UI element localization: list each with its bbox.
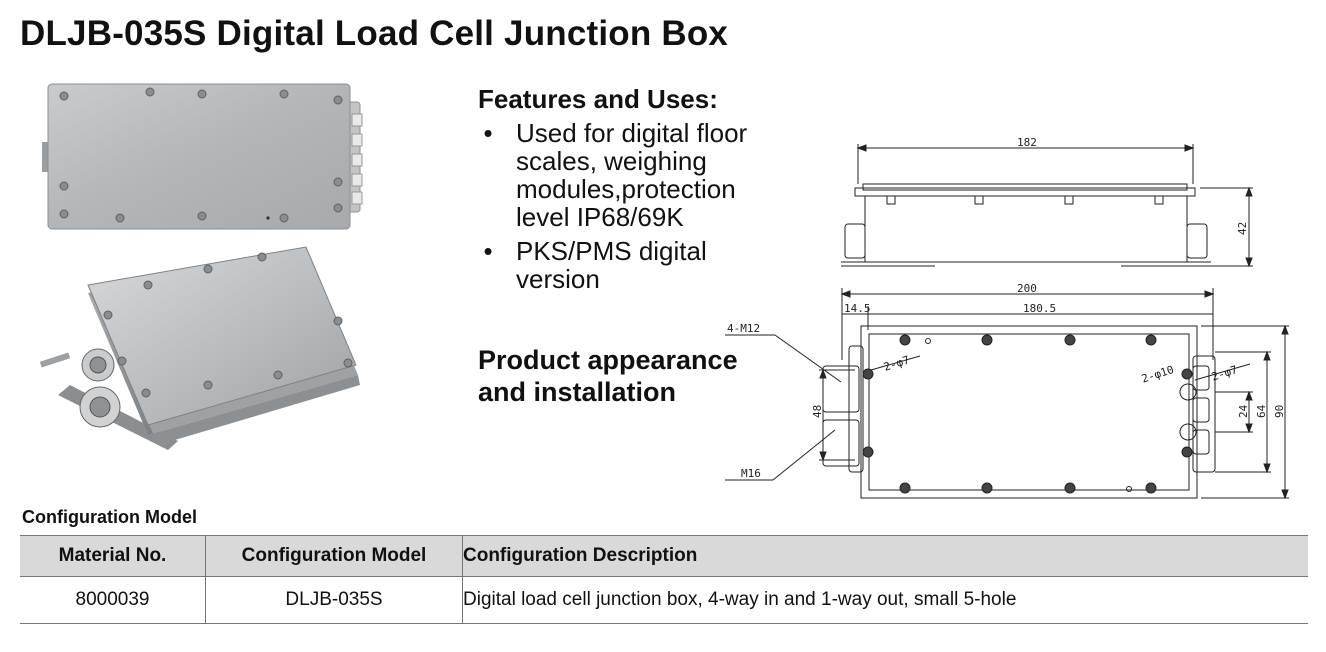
column-header-configuration-description: Configuration Description [462, 535, 1308, 577]
column-header-configuration-model: Configuration Model [205, 535, 463, 577]
appearance-heading-line1: Product appearance [478, 345, 738, 375]
page-title: DLJB-035S Digital Load Cell Junction Box [20, 14, 729, 53]
table-header-row: Material No. Configuration Model Configu… [20, 535, 1308, 577]
label-4-m12: 4-M12 [727, 322, 760, 335]
cell-configuration-description: Digital load cell junction box, 4-way in… [462, 576, 1308, 624]
dim-180-5: 180.5 [1023, 302, 1056, 315]
features-heading: Features and Uses: [478, 84, 718, 114]
feature-text: Used for digital floor scales, weighing … [516, 118, 748, 232]
features-list: • Used for digital floor scales, weighin… [478, 119, 808, 293]
label-m16: M16 [741, 467, 761, 480]
cell-material-no: 8000039 [20, 576, 206, 624]
label-2-phi7-left: 2-φ7 [882, 353, 911, 374]
dim-48: 48 [811, 405, 824, 418]
product-photo-top-view [42, 83, 363, 230]
dim-64: 64 [1255, 404, 1268, 418]
dim-42: 42 [1236, 222, 1249, 235]
appearance-heading: Product appearance and installation [478, 344, 778, 408]
appearance-heading-line2: and installation [478, 377, 677, 407]
dim-90: 90 [1273, 405, 1286, 418]
label-2-phi10: 2-φ10 [1140, 363, 1176, 386]
product-photo-isometric-view [39, 246, 360, 450]
side-view: 182 42 [841, 136, 1253, 268]
cell-configuration-model: DLJB-035S [205, 576, 463, 624]
features-section: Features and Uses: • Used for digital fl… [478, 84, 808, 299]
plan-view: 200 14.5 180.5 4-M12 2-φ7 [725, 282, 1289, 500]
dim-14-5: 14.5 [844, 302, 871, 315]
bullet: • [483, 236, 493, 266]
dim-200: 200 [1017, 282, 1037, 295]
feature-item: • PKS/PMS digital version [478, 237, 808, 293]
table-row: 8000039 DLJB-035S Digital load cell junc… [20, 576, 1308, 624]
dim-24: 24 [1237, 404, 1250, 418]
column-header-material-no: Material No. [20, 535, 206, 577]
bullet: • [483, 118, 493, 148]
feature-text: PKS/PMS digital version [516, 236, 707, 294]
technical-drawing: 182 42 200 14.5 180.5 [725, 136, 1289, 500]
label-2-phi7-right: 2-φ7 [1210, 363, 1239, 384]
dim-182: 182 [1017, 136, 1037, 149]
feature-item: • Used for digital floor scales, weighin… [478, 119, 808, 231]
configuration-table: Material No. Configuration Model Configu… [20, 535, 1308, 624]
configuration-section-label: Configuration Model [22, 507, 197, 527]
